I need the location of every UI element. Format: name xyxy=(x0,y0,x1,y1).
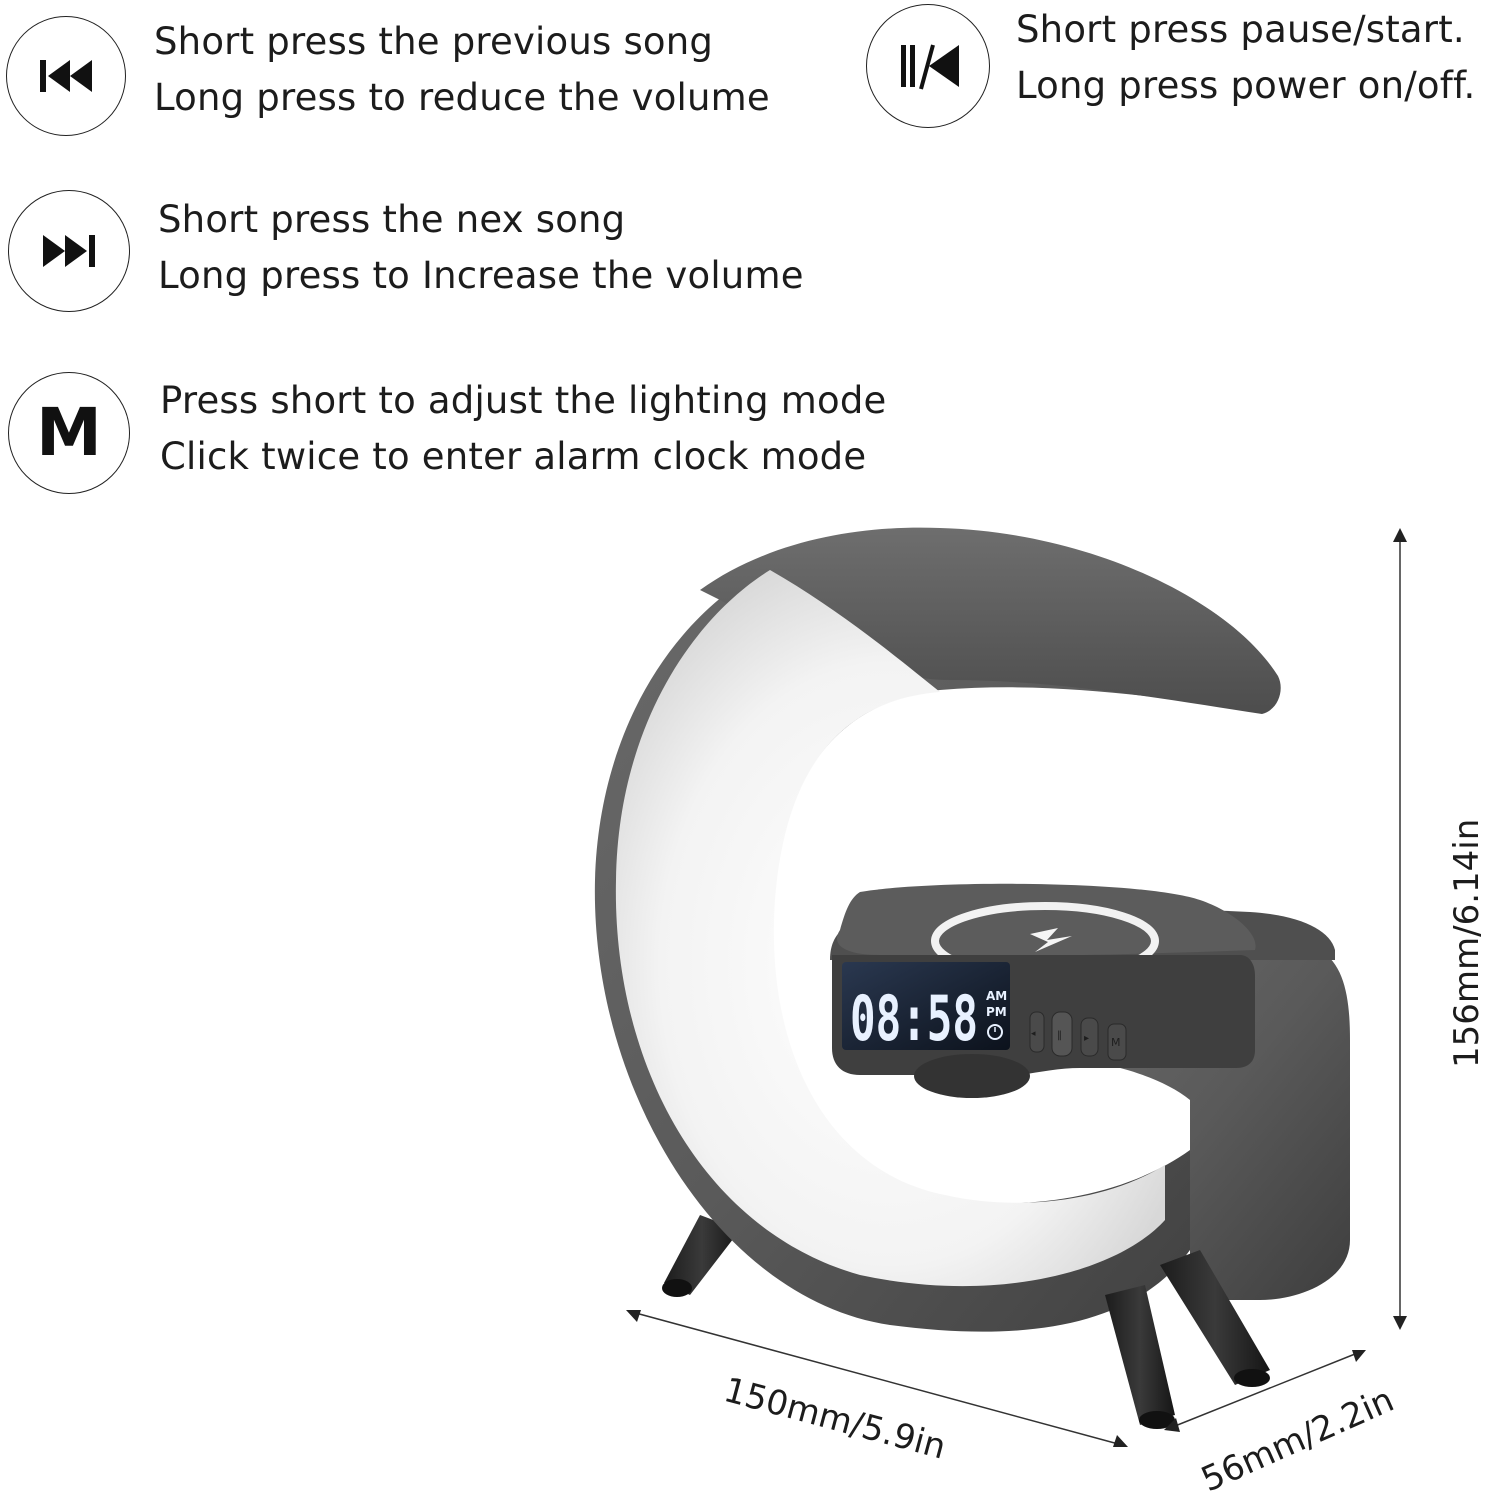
device-button-next[interactable]: ▸ xyxy=(1080,1017,1099,1057)
lamp-top-arm xyxy=(700,527,1281,714)
lcd-display xyxy=(842,962,1010,1050)
previous-long-press-text: Long press to reduce the volume xyxy=(154,76,770,119)
device-button-mode[interactable]: M xyxy=(1107,1023,1127,1061)
front-leg-right xyxy=(1160,1250,1270,1387)
depth-label: 56mm/2.2in xyxy=(1195,1380,1399,1500)
height-dimension: 156mm/6.14in xyxy=(1393,528,1487,1330)
lcd-time: 08:58 xyxy=(850,982,978,1055)
next-track-icon xyxy=(8,190,130,312)
pause-play-instructions: Short press pause/start. Long press powe… xyxy=(1016,2,1476,114)
height-label: 156mm/6.14in xyxy=(1447,819,1487,1068)
svg-text:‖: ‖ xyxy=(1057,1030,1062,1041)
mode-double-click-text: Click twice to enter alarm clock mode xyxy=(160,435,867,478)
pause-play-icon xyxy=(866,4,990,128)
previous-short-press-text: Short press the previous song xyxy=(154,20,714,63)
width-label: 150mm/5.9in xyxy=(720,1370,950,1468)
mode-instructions: Press short to adjust the lighting mode … xyxy=(160,373,887,485)
next-short-press-text: Short press the nex song xyxy=(158,198,626,241)
svg-text:M: M xyxy=(1111,1036,1121,1049)
lamp-light-band xyxy=(615,570,1165,1287)
alarm-clock-icon xyxy=(987,1024,1003,1040)
svg-text:◂: ◂ xyxy=(1031,1029,1036,1039)
mode-short-press-text: Press short to adjust the lighting mode xyxy=(160,379,887,422)
left-leg xyxy=(662,1215,740,1297)
svg-text:▸: ▸ xyxy=(1084,1033,1089,1044)
lcd-pm: PM xyxy=(986,1005,1007,1019)
width-dimension: 150mm/5.9in xyxy=(626,1310,1128,1468)
display-swivel xyxy=(914,1054,1030,1098)
mode-m-glyph: M xyxy=(36,394,102,471)
mode-m-icon: M xyxy=(8,372,130,494)
device-button-prev[interactable]: ◂ xyxy=(1029,1011,1045,1053)
next-song-instructions: Short press the nex song Long press to I… xyxy=(158,192,804,304)
previous-track-icon xyxy=(6,16,126,136)
pause-long-press-text: Long press power on/off. xyxy=(1016,64,1476,107)
depth-dimension: 56mm/2.2in xyxy=(1164,1350,1400,1500)
lightning-bolt-icon xyxy=(1030,928,1072,952)
next-long-press-text: Long press to Increase the volume xyxy=(158,254,804,297)
previous-song-instructions: Short press the previous song Long press… xyxy=(154,14,770,126)
device-button-pause[interactable]: ‖ xyxy=(1051,1011,1073,1057)
pause-short-press-text: Short press pause/start. xyxy=(1016,8,1465,51)
front-leg-left xyxy=(1105,1285,1175,1429)
lcd-am: AM xyxy=(986,989,1007,1003)
